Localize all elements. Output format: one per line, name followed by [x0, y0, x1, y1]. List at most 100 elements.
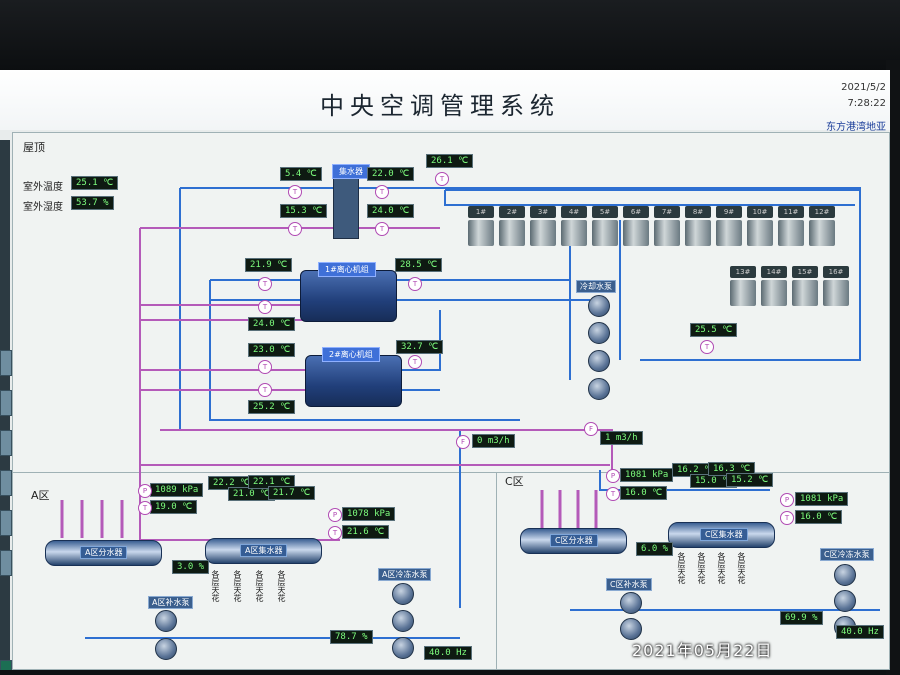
- zone-c-temp-left: 16.0 ℃: [620, 486, 668, 500]
- cooling-tower[interactable]: 7#: [654, 206, 680, 246]
- cooling-tower[interactable]: 15#: [792, 266, 818, 306]
- zone-c-branch-3: 各层天花: [717, 552, 726, 584]
- cooling-tower-label: 7#: [654, 206, 680, 218]
- header-temp-top-right: 22.0 ℃: [367, 167, 415, 181]
- zone-a-chilled-pump-label: A区冷冻水泵: [378, 568, 432, 581]
- cooling-tower[interactable]: 1#: [468, 206, 494, 246]
- temp-sensor-icon: T: [288, 185, 302, 199]
- chiller-1-return-temp: 24.0 ℃: [248, 317, 296, 331]
- zone-a-chilled-pump-3[interactable]: [392, 637, 414, 659]
- cooling-tower-label: 8#: [685, 206, 711, 218]
- zone-a-pressure-left: 1089 kPa: [150, 483, 204, 497]
- nav-tab-4[interactable]: [0, 470, 12, 496]
- zone-a-branch-3: 各层天花: [255, 570, 264, 602]
- cooling-tower[interactable]: 14#: [761, 266, 787, 306]
- zone-a-frequency: 40.0 Hz: [424, 646, 472, 660]
- nav-tab-1[interactable]: [0, 350, 12, 376]
- zone-a-valve2-pct: 78.7 %: [330, 630, 373, 644]
- zone-a-valve-pct: 3.0 %: [172, 560, 210, 574]
- water-header-label: 集水器: [332, 164, 370, 179]
- cooling-tower-label: 9#: [716, 206, 742, 218]
- zone-a-chilled-pump-2[interactable]: [392, 610, 414, 632]
- left-nav-strip: [0, 140, 12, 670]
- temp-sensor-icon: T: [258, 277, 272, 291]
- temp-sensor-icon: T: [258, 383, 272, 397]
- cooling-tower[interactable]: 10#: [747, 206, 773, 246]
- cooling-tower[interactable]: 4#: [561, 206, 587, 246]
- tower-supply-temp: 26.1 ℃: [426, 154, 474, 168]
- cooling-tower-label: 11#: [778, 206, 804, 218]
- page-title: 中央空调管理系统: [320, 92, 560, 120]
- cooling-tower-label: 12#: [809, 206, 835, 218]
- flow-sensor-icon: F: [584, 422, 598, 436]
- header-temp-top-left: 5.4 ℃: [280, 167, 322, 181]
- scada-screen: 中央空调管理系统 2021/5/2 7:28:22 东方港湾地亚 屋顶 室外温度…: [0, 70, 890, 670]
- zone-a-temp-4: 21.7 ℃: [268, 486, 316, 500]
- cooling-tower-fan-icon: [623, 220, 649, 246]
- zone-c-makeup-pump-1[interactable]: [620, 592, 642, 614]
- cooling-tower-label: 13#: [730, 266, 756, 278]
- cooling-tower-fan-icon: [561, 220, 587, 246]
- temp-sensor-icon: T: [606, 487, 620, 501]
- nav-tab-6[interactable]: [0, 550, 12, 576]
- zone-c-makeup-pump-2[interactable]: [620, 618, 642, 640]
- cooling-tower-fan-icon: [499, 220, 525, 246]
- chiller-1[interactable]: [300, 270, 397, 322]
- zone-c-frequency: 40.0 Hz: [836, 625, 884, 639]
- cooling-tower-fan-icon: [778, 220, 804, 246]
- cooling-pump-3[interactable]: [588, 350, 610, 372]
- pressure-sensor-icon: P: [138, 484, 152, 498]
- cooling-tower[interactable]: 11#: [778, 206, 804, 246]
- nav-tab-2[interactable]: [0, 390, 12, 416]
- zone-a-chilled-pump-1[interactable]: [392, 583, 414, 605]
- cooling-tower[interactable]: 16#: [823, 266, 849, 306]
- header-bar: 中央空调管理系统 2021/5/2 7:28:22 东方港湾地亚: [0, 70, 890, 133]
- cooling-tower[interactable]: 3#: [530, 206, 556, 246]
- cooling-pump-2[interactable]: [588, 322, 610, 344]
- cooling-tower[interactable]: 8#: [685, 206, 711, 246]
- zone-c-makeup-pump-label: C区补水泵: [606, 578, 652, 591]
- temp-sensor-icon: T: [375, 222, 389, 236]
- cooling-tower[interactable]: 9#: [716, 206, 742, 246]
- cooling-tower[interactable]: 13#: [730, 266, 756, 306]
- cooling-tower[interactable]: 6#: [623, 206, 649, 246]
- temp-sensor-icon: T: [408, 355, 422, 369]
- zone-a-makeup-pump-1[interactable]: [155, 610, 177, 632]
- cooling-tower-fan-icon: [823, 280, 849, 306]
- cooling-tower-fan-icon: [792, 280, 818, 306]
- pressure-sensor-icon: P: [606, 469, 620, 483]
- cooling-tower[interactable]: 5#: [592, 206, 618, 246]
- cooling-tower[interactable]: 12#: [809, 206, 835, 246]
- chiller-2[interactable]: [305, 355, 402, 407]
- zone-c-branch-4: 各层天花: [737, 552, 746, 584]
- cooling-tower-fan-icon: [747, 220, 773, 246]
- header-temp-bottom-right: 24.0 ℃: [367, 204, 415, 218]
- cooling-pump-1[interactable]: [588, 295, 610, 317]
- zone-c-chilled-pump-label: C区冷冻水泵: [820, 548, 874, 561]
- zone-a-branch-4: 各层天花: [277, 570, 286, 602]
- zone-c-chilled-pump-2[interactable]: [834, 590, 856, 612]
- cooling-tower-fan-icon: [468, 220, 494, 246]
- chiller-1-inlet-temp: 21.9 ℃: [245, 258, 293, 272]
- cooling-return-temp: 25.5 ℃: [690, 323, 738, 337]
- zone-a-temp-right: 21.6 ℃: [342, 525, 390, 539]
- nav-tab-active[interactable]: [0, 660, 12, 670]
- zone-c-chilled-pump-1[interactable]: [834, 564, 856, 586]
- cooling-tower[interactable]: 2#: [499, 206, 525, 246]
- zone-a-makeup-pump-2[interactable]: [155, 638, 177, 660]
- chiller-1-outlet-temp: 28.5 ℃: [395, 258, 443, 272]
- temp-sensor-icon: T: [288, 222, 302, 236]
- cooling-tower-label: 3#: [530, 206, 556, 218]
- cooling-tower-fan-icon: [530, 220, 556, 246]
- cooling-pump-4[interactable]: [588, 378, 610, 400]
- zone-a-pressure-right: 1078 kPa: [342, 507, 396, 521]
- zone-c-pressure-right: 1081 kPa: [795, 492, 849, 506]
- zone-c-label: C区: [505, 475, 524, 488]
- zone-c-valve-pct: 6.0 %: [636, 542, 674, 556]
- cooling-tower-fan-icon: [685, 220, 711, 246]
- flow-sensor-icon: F: [456, 435, 470, 449]
- nav-tab-3[interactable]: [0, 430, 12, 456]
- nav-tab-5[interactable]: [0, 510, 12, 536]
- outdoor-humidity-value: 53.7 %: [71, 196, 114, 210]
- cooling-tower-label: 5#: [592, 206, 618, 218]
